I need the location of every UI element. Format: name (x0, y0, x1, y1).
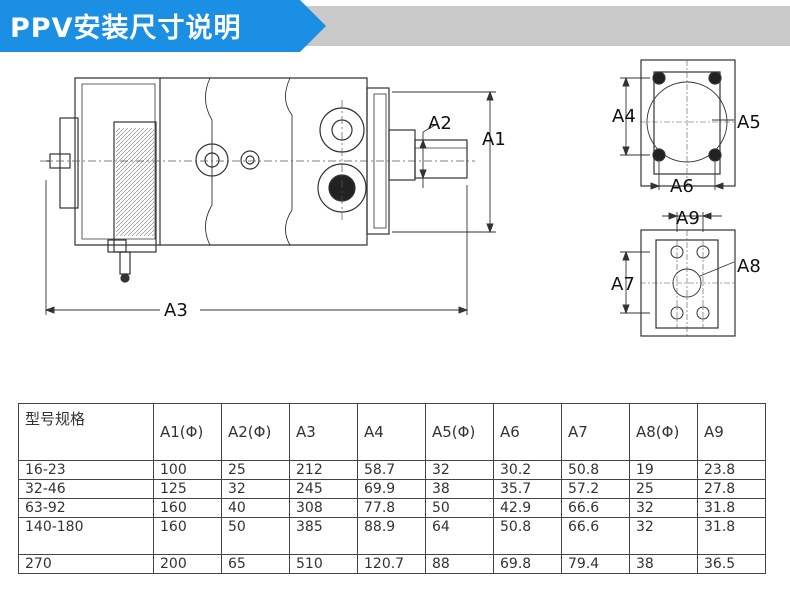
table-cell: 27.8 (697, 479, 766, 499)
table-cell: 65 (221, 554, 290, 574)
header-cell: A9 (697, 403, 766, 461)
pump-side-view (46, 77, 468, 283)
table-cell: 245 (289, 479, 358, 499)
table-cell: 69.8 (493, 554, 562, 574)
table-cell: 125 (153, 479, 222, 499)
header-cell: A2(Φ) (221, 403, 290, 461)
table-cell: 23.8 (697, 460, 766, 480)
table-cell: 32 (629, 517, 698, 555)
table-cell: 385 (289, 517, 358, 555)
table-cell: 77.8 (357, 498, 426, 518)
table-cell: 63-92 (18, 498, 154, 518)
table-cell: 32 (425, 460, 494, 480)
table-cell: 31.8 (697, 517, 766, 555)
table-cell: 50 (221, 517, 290, 555)
table-cell: 32 (221, 479, 290, 499)
table-cell: 50.8 (561, 460, 630, 480)
table-cell: 38 (629, 554, 698, 574)
table-cell: 160 (153, 517, 222, 555)
table-cell: 38 (425, 479, 494, 499)
table-cell: 212 (289, 460, 358, 480)
page-header: PPV安装尺寸说明 (0, 0, 790, 52)
table-cell: 30.2 (493, 460, 562, 480)
table-cell: 88.9 (357, 517, 426, 555)
table-cell: 32-46 (18, 479, 154, 499)
table-row: 32-46 125 32 245 69.9 38 35.7 57.2 25 27… (18, 479, 766, 499)
table-cell: 16-23 (18, 460, 154, 480)
table-cell: 79.4 (561, 554, 630, 574)
table-cell: 270 (18, 554, 154, 574)
header-cell: A7 (561, 403, 630, 461)
technical-drawing: A1 A2 A3 A4 A5 A6 (40, 59, 761, 337)
table-cell: 19 (629, 460, 698, 480)
label-a1: A1 (482, 129, 506, 150)
table-cell: 50.8 (493, 517, 562, 555)
table-cell: 57.2 (561, 479, 630, 499)
page-title: PPV安装尺寸说明 (10, 13, 242, 44)
table-cell: 42.9 (493, 498, 562, 518)
table-cell: 58.7 (357, 460, 426, 480)
table-cell: 100 (153, 460, 222, 480)
table-cell: 66.6 (561, 517, 630, 555)
header-cell: A8(Φ) (629, 403, 698, 461)
table-cell: 25 (221, 460, 290, 480)
label-a9: A9 (676, 208, 700, 229)
table-cell: 35.7 (493, 479, 562, 499)
table-cell: 64 (425, 517, 494, 555)
table-row: 63-92 160 40 308 77.8 50 42.9 66.6 32 31… (18, 498, 766, 518)
table-cell: 140-180 (18, 517, 154, 555)
table-cell: 31.8 (697, 498, 766, 518)
table-cell: 32 (629, 498, 698, 518)
label-a8: A8 (737, 256, 761, 277)
table-cell: 50 (425, 498, 494, 518)
table-cell: 88 (425, 554, 494, 574)
table-cell: 120.7 (357, 554, 426, 574)
table-header-row: 型号规格 A1(Φ) A2(Φ) A3 A4 A5(Φ) A6 A7 A8(Φ)… (18, 403, 766, 461)
label-a5: A5 (737, 112, 761, 133)
table-cell: 160 (153, 498, 222, 518)
header-cell: A6 (493, 403, 562, 461)
label-a7: A7 (611, 274, 635, 295)
table-cell: 200 (153, 554, 222, 574)
header-cell: A1(Φ) (153, 403, 222, 461)
label-a4: A4 (612, 106, 636, 127)
table-cell: 36.5 (697, 554, 766, 574)
label-a3: A3 (164, 300, 188, 321)
table-row: 270 200 65 510 120.7 88 69.8 79.4 38 36.… (18, 554, 766, 574)
dimension-table: 型号规格 A1(Φ) A2(Φ) A3 A4 A5(Φ) A6 A7 A8(Φ)… (18, 403, 766, 574)
label-a2: A2 (428, 113, 452, 134)
table-row: 16-23 100 25 212 58.7 32 30.2 50.8 19 23… (18, 460, 766, 480)
table-cell: 69.9 (357, 479, 426, 499)
table-cell: 308 (289, 498, 358, 518)
flange-view (640, 59, 736, 187)
table-cell: 66.6 (561, 498, 630, 518)
label-a6: A6 (670, 176, 694, 197)
table-cell: 510 (289, 554, 358, 574)
header-cell: A4 (357, 403, 426, 461)
table-cell: 40 (221, 498, 290, 518)
header-cell: A3 (289, 403, 358, 461)
header-tab (0, 0, 326, 52)
header-cell: A5(Φ) (425, 403, 494, 461)
header-cell: 型号规格 (18, 403, 154, 461)
table-cell: 25 (629, 479, 698, 499)
table-row: 140-180 160 50 385 88.9 64 50.8 66.6 32 … (18, 517, 766, 555)
